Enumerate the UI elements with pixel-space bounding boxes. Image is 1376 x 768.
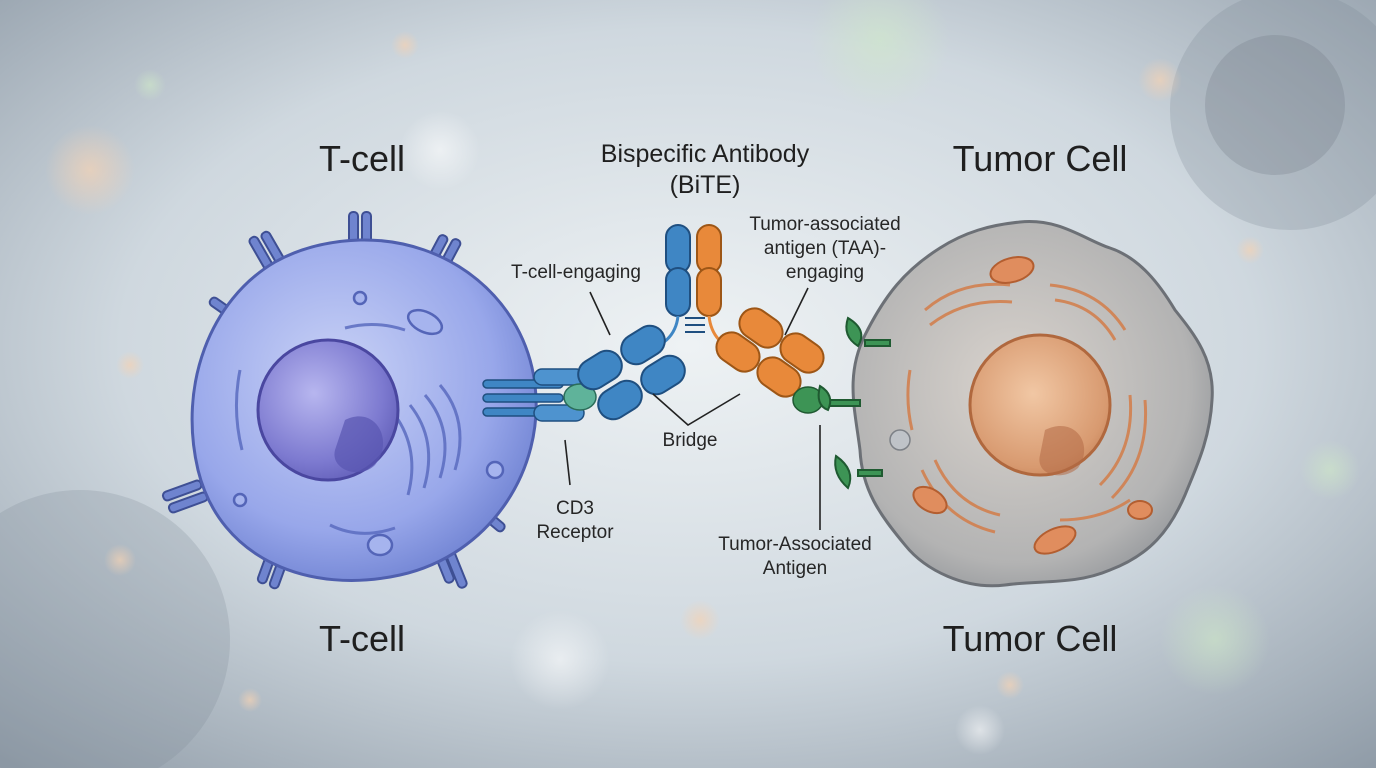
tumor-nucleus [968, 333, 1112, 477]
taa-engaging-label-line3: engaging [785, 262, 865, 283]
blue-heavy-chain-bottom [665, 267, 691, 317]
tumor-antigen-label-line1: Tumor-Associated [718, 534, 872, 555]
t-cell-vesicles [232, 290, 505, 557]
tumor-antigen-label-line2: Antigen [762, 558, 828, 579]
cd3-receptor-label-line1: CD3 [555, 498, 594, 519]
antibody-title-line1: Bispecific Antibody [600, 140, 810, 168]
cd3-receptor-cluster [482, 368, 597, 422]
t-cell-engaging-arm [577, 324, 686, 421]
cd3-binding-site [563, 383, 597, 411]
cd3-receptor-label-line2: Receptor [536, 522, 614, 543]
leader-lines [564, 287, 821, 530]
tumor-cell [817, 220, 1214, 588]
tumor-associated-antigens [817, 316, 891, 490]
tumor-nucleolus [1039, 425, 1085, 476]
tumor-mitochondria [912, 256, 1153, 555]
tumor-cell-title-bottom: Tumor Cell [942, 618, 1118, 659]
t-cell-organelles [234, 323, 462, 535]
orange-heavy-chain-bottom [696, 267, 722, 317]
t-cell-title-top: T-cell [318, 138, 405, 179]
antibody-title-line2: (BiTE) [669, 171, 741, 199]
bridge-label: Bridge [662, 430, 718, 451]
t-cell-engaging-label: T-cell-engaging [511, 262, 641, 283]
taa-engaging-arm [715, 307, 825, 414]
t-cell-title-bottom: T-cell [318, 618, 405, 659]
taa-engaging-label-line1: Tumor-associated [749, 214, 901, 235]
taa-engaging-label-line2: antigen (TAA)- [763, 238, 887, 259]
t-cell-nucleolus [334, 416, 384, 473]
blue-heavy-chain-top [665, 224, 691, 274]
bispecific-antibody [577, 224, 825, 421]
tumor-vesicle [889, 429, 911, 451]
tumor-cell-title-top: Tumor Cell [952, 138, 1128, 179]
tumor-cell-organelles [906, 282, 1148, 534]
orange-heavy-chain-top [696, 224, 722, 274]
t-cell [161, 211, 597, 590]
